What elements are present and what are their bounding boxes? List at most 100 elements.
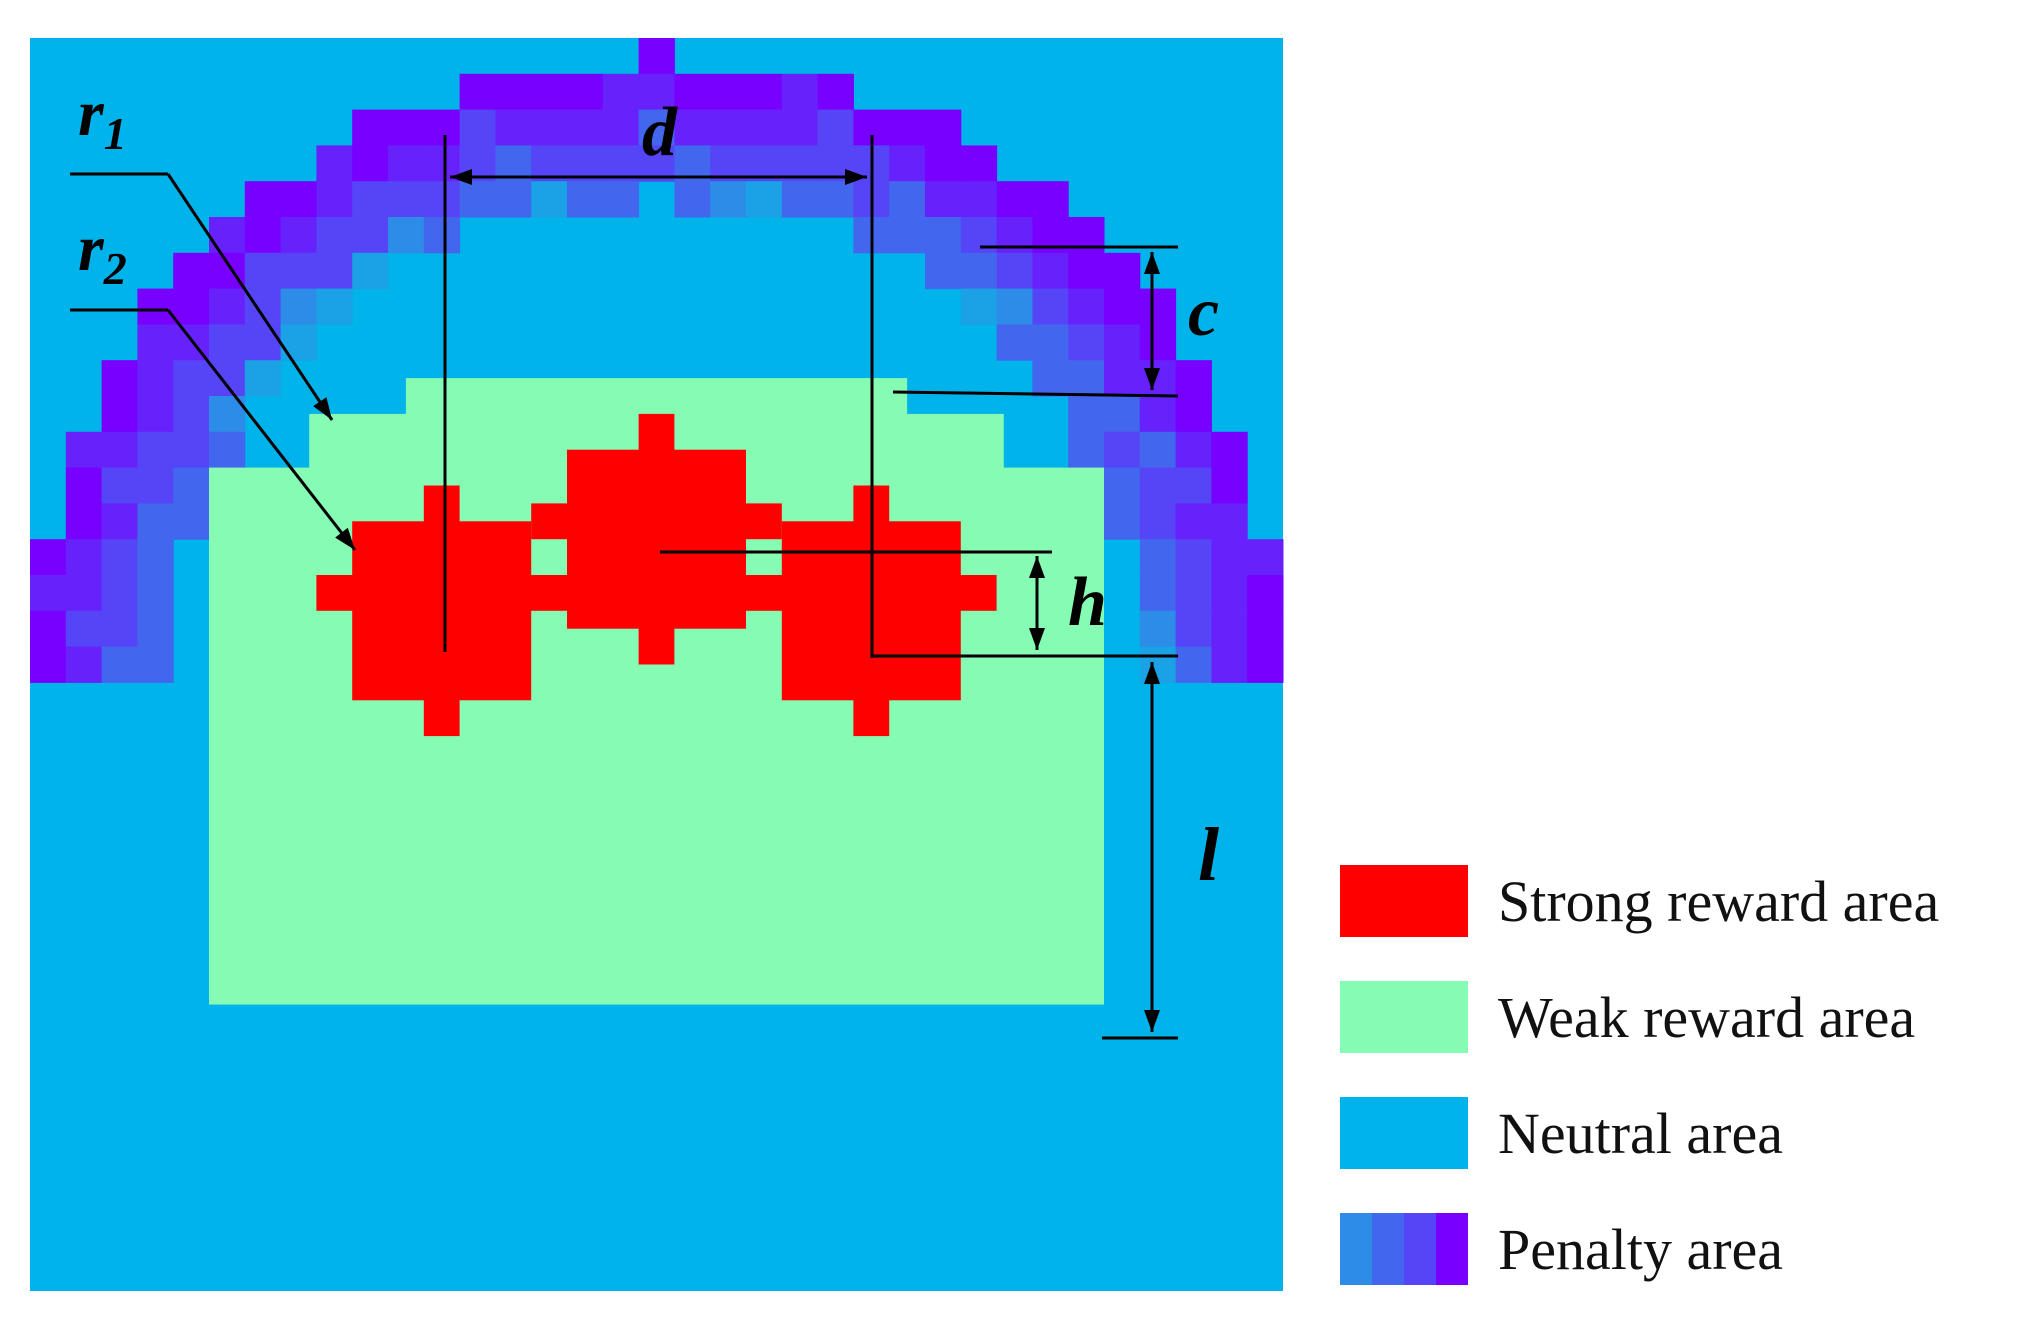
penalty-cell bbox=[1139, 503, 1177, 540]
penalty-cell bbox=[209, 431, 246, 469]
legend-label: Weak reward area bbox=[1498, 985, 1916, 1050]
penalty-cell bbox=[1032, 360, 1069, 397]
penalty-cell bbox=[638, 73, 675, 111]
penalty-cell bbox=[602, 181, 640, 218]
penalty-cell bbox=[925, 181, 962, 218]
penalty-cell bbox=[352, 181, 389, 218]
penalty-cell bbox=[316, 181, 353, 218]
penalty-cell bbox=[746, 73, 783, 111]
penalty-cell bbox=[1104, 396, 1141, 433]
penalty-cell bbox=[1247, 575, 1284, 612]
penalty-cell bbox=[244, 324, 282, 361]
penalty-cell bbox=[30, 539, 67, 576]
penalty-cell bbox=[65, 610, 103, 648]
penalty-cell bbox=[781, 73, 819, 111]
penalty-cell bbox=[1139, 360, 1177, 397]
penalty-cell bbox=[495, 73, 532, 111]
penalty-cell bbox=[173, 431, 210, 469]
penalty-cell bbox=[137, 467, 174, 504]
weak-swatch bbox=[1340, 981, 1468, 1053]
penalty-cell bbox=[209, 217, 246, 254]
penalty-cell bbox=[1139, 646, 1177, 683]
penalty-cell bbox=[567, 73, 604, 111]
penalty-cell bbox=[960, 181, 998, 218]
penalty-cell bbox=[209, 360, 246, 397]
penalty-cell bbox=[352, 252, 389, 290]
penalty-cell bbox=[710, 109, 747, 146]
penalty-cell bbox=[889, 145, 926, 182]
label-d: d bbox=[642, 94, 678, 171]
penalty-cell bbox=[925, 109, 962, 146]
penalty-cell bbox=[316, 217, 353, 254]
penalty-cell bbox=[137, 396, 174, 433]
penalty-cell bbox=[101, 360, 138, 397]
neutral-swatch bbox=[1340, 1097, 1468, 1169]
penalty-cell bbox=[960, 252, 998, 290]
penalty-cell bbox=[1104, 324, 1141, 361]
penalty-cell bbox=[746, 181, 783, 218]
penalty-cell bbox=[244, 217, 282, 254]
penalty-cell bbox=[388, 181, 425, 218]
penalty-cell bbox=[996, 252, 1033, 290]
penalty-cell bbox=[817, 181, 854, 218]
r1-leader-line bbox=[166, 173, 334, 421]
penalty-cell bbox=[101, 396, 138, 433]
strong-swatch bbox=[1340, 865, 1468, 937]
penalty-cell bbox=[30, 646, 67, 683]
dimension-annotations bbox=[70, 135, 1179, 1040]
penalty-cell bbox=[1175, 575, 1212, 612]
penalty-cell bbox=[889, 217, 926, 254]
penalty-cell bbox=[1175, 360, 1212, 397]
penalty-cell bbox=[1211, 503, 1248, 540]
penalty-cell bbox=[244, 288, 282, 325]
penalty-cell bbox=[781, 181, 819, 218]
penalty-cell bbox=[1211, 610, 1248, 648]
penalty-cell bbox=[1139, 431, 1177, 469]
penalty-cell bbox=[423, 181, 461, 218]
arrow-head bbox=[1144, 252, 1160, 274]
penalty-cell bbox=[996, 181, 1033, 218]
penalty-cell bbox=[173, 503, 210, 540]
penalty-cell bbox=[1139, 575, 1177, 612]
penalty-cell bbox=[244, 181, 282, 218]
penalty-cell bbox=[638, 109, 675, 146]
penalty-cell bbox=[137, 360, 174, 397]
c-extension-line-bottom bbox=[892, 390, 1179, 398]
penalty-cell bbox=[1175, 396, 1212, 433]
penalty-cell bbox=[388, 145, 425, 182]
penalty-cell bbox=[1175, 610, 1212, 648]
penalty-cell bbox=[1175, 431, 1212, 469]
penalty-cell bbox=[423, 109, 461, 146]
legend-label: Neutral area bbox=[1498, 1101, 1783, 1166]
penalty-cell bbox=[316, 145, 353, 182]
penalty-cell bbox=[65, 431, 103, 469]
penalty-cell bbox=[173, 360, 210, 397]
penalty-cell bbox=[65, 575, 103, 612]
arrow-head bbox=[313, 397, 332, 420]
penalty-cell bbox=[996, 288, 1033, 325]
penalty-cell bbox=[495, 181, 532, 218]
legend-item-penalty: Penalty area bbox=[1340, 1213, 2020, 1291]
penalty-cell bbox=[137, 610, 174, 648]
arrow-head bbox=[845, 169, 867, 185]
penalty-cell bbox=[101, 575, 138, 612]
penalty-cell bbox=[960, 145, 998, 182]
penalty-cell bbox=[1104, 467, 1141, 504]
penalty-cell bbox=[602, 73, 640, 111]
penalty-cell bbox=[1068, 396, 1105, 433]
penalty-cell bbox=[423, 217, 461, 254]
arrow-head bbox=[1144, 1010, 1160, 1032]
penalty-cell bbox=[817, 73, 854, 111]
penalty-cell bbox=[1211, 539, 1248, 576]
arrow-head bbox=[335, 527, 355, 550]
arrow-head bbox=[1144, 662, 1160, 684]
legend-item-neutral: Neutral area bbox=[1340, 1097, 2020, 1175]
penalty-cell bbox=[30, 575, 67, 612]
penalty-cell bbox=[567, 109, 604, 146]
penalty-cell bbox=[674, 73, 711, 111]
penalty-cell bbox=[459, 109, 496, 146]
penalty-cell bbox=[638, 38, 675, 75]
arrow-head bbox=[1029, 628, 1045, 650]
penalty-cell bbox=[280, 288, 317, 325]
